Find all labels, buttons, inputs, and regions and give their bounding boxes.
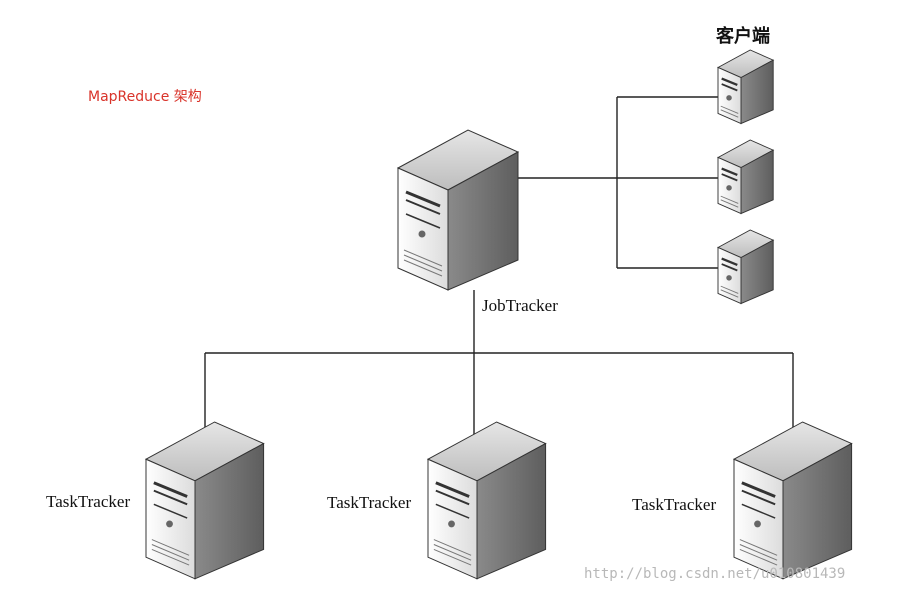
client-server-icon-3 bbox=[716, 229, 775, 305]
client-server-icon-2 bbox=[716, 139, 775, 215]
task-tracker-server-icon-2 bbox=[426, 421, 547, 580]
task-tracker-server-icon-3 bbox=[732, 421, 853, 580]
job-tracker-label: JobTracker bbox=[482, 296, 558, 315]
job-tracker-server-icon bbox=[396, 129, 520, 291]
task-tracker-label-2: TaskTracker bbox=[327, 493, 412, 512]
connector-lines bbox=[204, 96, 794, 435]
clients-label: 客户端 bbox=[716, 26, 770, 47]
diagram-title: MapReduce 架构 bbox=[88, 89, 202, 105]
task-tracker-server-icon-1 bbox=[144, 421, 265, 580]
task-tracker-label-1: TaskTracker bbox=[46, 492, 131, 511]
client-server-icon-1 bbox=[716, 49, 775, 125]
watermark: http://blog.csdn.net/u010801439 bbox=[584, 566, 846, 582]
task-tracker-label-3: TaskTracker bbox=[632, 495, 717, 514]
